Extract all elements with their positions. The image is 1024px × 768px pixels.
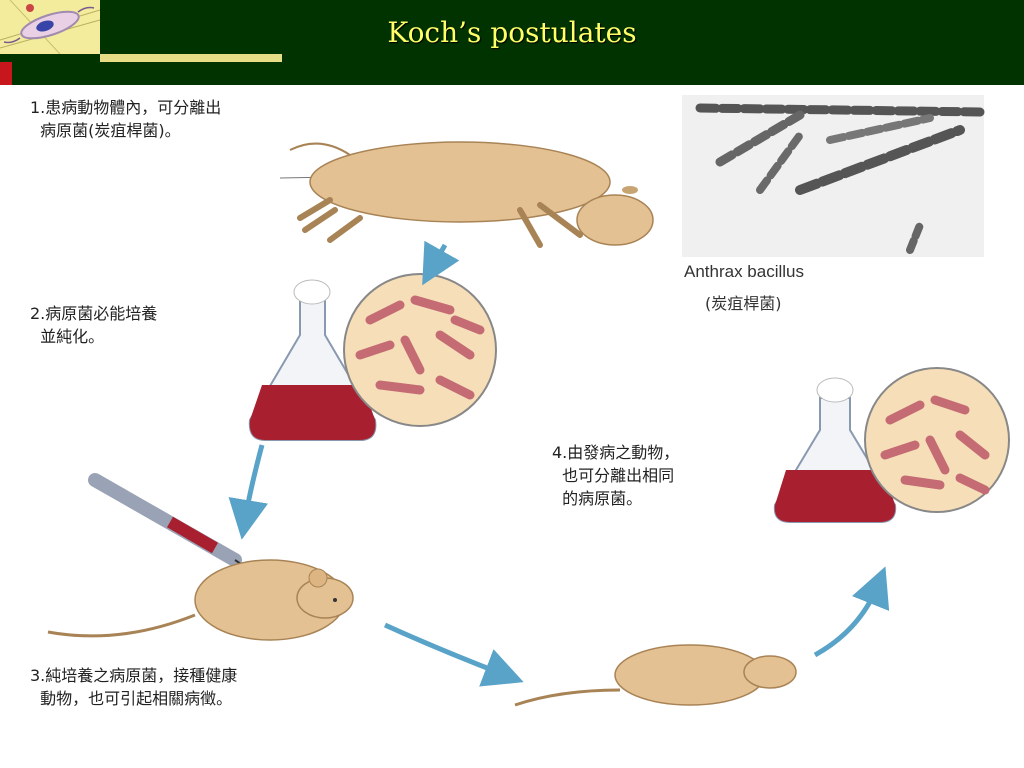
bacterium-logo-icon: [0, 0, 100, 54]
arrow-icon: [228, 240, 890, 687]
micrograph-label: Anthrax bacillus: [684, 262, 805, 281]
inoculated-mouse: [47, 559, 354, 641]
bacteria-culture-circle-2: [864, 367, 1010, 513]
step-1-text: 1.患病動物體內，可分離出 病原菌(炭疽桿菌)。: [30, 98, 222, 140]
anthrax-micrograph: [682, 95, 985, 257]
header-accent-bar: [100, 54, 282, 62]
bacteria-culture-circle-1: [343, 273, 497, 427]
step-2-text: 2.病原菌必能培養 並純化。: [30, 304, 158, 346]
slide-title: Koch’s postulates: [387, 16, 637, 49]
step-4-text: 4.由發病之動物， 也可分離出相同 的病原菌。: [552, 443, 680, 508]
micrograph-sublabel: (炭疽桿菌): [705, 294, 782, 313]
slide-header: Koch’s postulates: [0, 0, 1024, 85]
culture-flask-2: [773, 377, 897, 523]
infected-animal: [279, 141, 654, 248]
koch-postulates-illustration: [47, 95, 1010, 707]
culture-flask-1: [248, 279, 377, 441]
diseased-mouse: [514, 644, 797, 707]
step-3-text: 3.純培養之病原菌，接種健康 動物，也可引起相關病徵。: [30, 666, 238, 708]
header-red-block: [0, 62, 12, 85]
syringe: [88, 473, 251, 571]
